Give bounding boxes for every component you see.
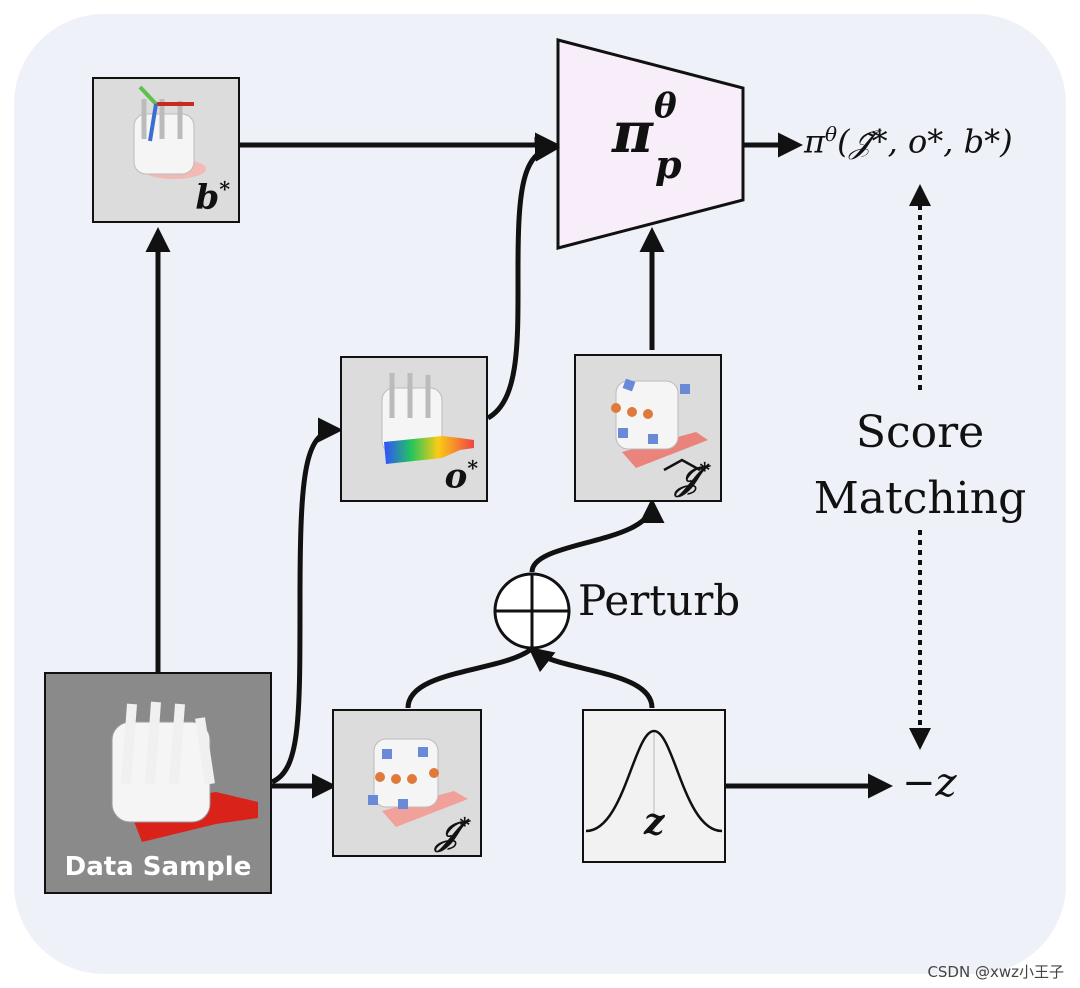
j-star-box: 𝒥* (332, 709, 482, 857)
watermark: CSDN @xwz小王子 (927, 963, 1064, 981)
policy-symbol: π (612, 100, 653, 166)
policy-sup: θ (654, 86, 677, 126)
hat-accent (663, 458, 701, 472)
perturb-label: Perturb (578, 576, 741, 625)
z-label: z (644, 801, 665, 843)
o-star-box: o* (340, 356, 488, 502)
score-arrowhead-down (909, 728, 931, 750)
policy-sub: p (655, 142, 682, 187)
j-hat-label: 𝒥* (675, 457, 710, 498)
score-matching-line1: Score (855, 407, 985, 458)
hand-joints-icon (368, 738, 468, 827)
j-hat-box: 𝒥* (574, 354, 722, 502)
score-arrowhead-up (909, 184, 931, 206)
b-star-label: b* (195, 176, 230, 217)
hand-point-cloud-icon (381, 373, 474, 464)
arrow-perturb-to-jhat (529, 498, 665, 573)
perturb-add-icon (493, 572, 571, 650)
data-sample-label: Data Sample (64, 852, 252, 882)
j-star-label: 𝒥* (435, 812, 470, 853)
hand-perturbed-joints-icon (611, 378, 708, 468)
gaussian-curve-icon (585, 729, 723, 833)
score-matching-line2: Matching (813, 473, 1027, 524)
background-panel (14, 14, 1066, 974)
data-sample-box: Data Sample (44, 672, 272, 894)
arrow-j-to-perturb (405, 647, 532, 709)
b-star-box: b* (92, 77, 240, 223)
hand-with-frame-icon (133, 85, 206, 179)
neg-z-label: −z (902, 760, 957, 806)
arrow-data-to-o (270, 417, 343, 785)
hand-grasping-bottle-icon (111, 701, 258, 842)
z-distribution-box: z (582, 709, 726, 863)
arrow-z-to-perturb (528, 646, 655, 709)
policy-network-trapezoid (556, 38, 745, 250)
output-label: πθ(𝒥̃*, o*, b*) (804, 122, 1013, 161)
arrow-o-to-policy (486, 136, 560, 421)
o-star-label: o* (444, 455, 478, 496)
score-matching-label: Score Matching (800, 400, 1040, 532)
